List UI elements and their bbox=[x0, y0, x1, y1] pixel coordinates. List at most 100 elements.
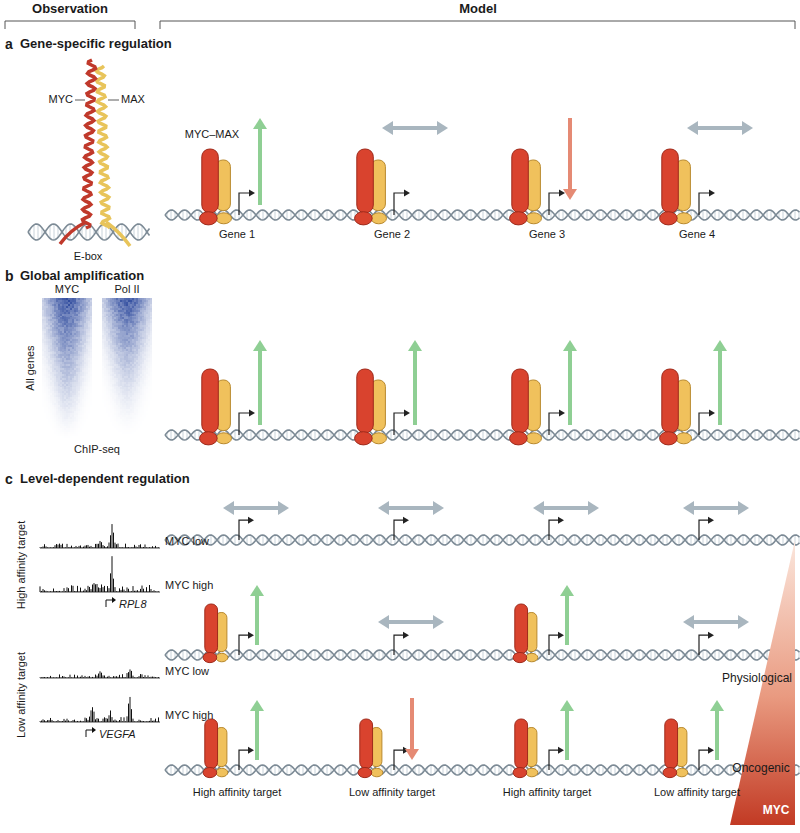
promoter-arrow bbox=[239, 410, 255, 436]
target-label: High affinity target bbox=[192, 786, 282, 799]
no-change-arrow bbox=[687, 121, 753, 135]
gene-name: VEGFA bbox=[99, 728, 135, 741]
chip-track bbox=[40, 524, 160, 548]
no-change-arrow bbox=[382, 121, 448, 135]
track-label: MYC high bbox=[165, 579, 213, 592]
no-change-arrow bbox=[378, 615, 444, 629]
tss-arrow bbox=[86, 727, 96, 737]
no-change-arrow bbox=[223, 501, 289, 515]
complex-label: MYC–MAX bbox=[185, 128, 239, 141]
myc-max-complex bbox=[663, 719, 688, 778]
level-label: Physiological bbox=[722, 672, 792, 686]
chip-track bbox=[40, 697, 160, 722]
axis-label: All genes bbox=[24, 345, 37, 390]
repression-arrow bbox=[405, 698, 419, 760]
no-change-arrow bbox=[683, 501, 749, 515]
activation-arrow bbox=[563, 340, 577, 425]
panel-letter: b bbox=[5, 268, 14, 284]
axis-label: ChIP-seq bbox=[74, 443, 120, 456]
no-change-arrow bbox=[378, 501, 444, 515]
column-header: Model bbox=[459, 2, 497, 17]
protein-label: MYC bbox=[49, 93, 73, 106]
dna-helix bbox=[165, 765, 800, 775]
myc-max-complex bbox=[510, 149, 542, 225]
protein-structure bbox=[60, 60, 130, 246]
myc-max-complex bbox=[660, 369, 692, 445]
myc-max-complex bbox=[660, 149, 692, 225]
myc-max-complex bbox=[203, 719, 228, 778]
chip-heatmap bbox=[42, 298, 92, 438]
promoter-arrow bbox=[549, 410, 565, 436]
panel-title: Level-dependent regulation bbox=[20, 472, 190, 487]
activation-arrow bbox=[408, 340, 422, 425]
target-label: Low affinity target bbox=[347, 786, 437, 799]
promoter-arrow bbox=[239, 190, 255, 216]
header-bracket bbox=[5, 21, 135, 29]
myc-max-complex bbox=[513, 719, 538, 778]
promoter-arrow bbox=[394, 517, 409, 540]
gene-name: RPL8 bbox=[119, 598, 147, 611]
promoter-arrow bbox=[699, 747, 714, 770]
promoter-arrow bbox=[549, 517, 564, 540]
gene-label: Gene 2 bbox=[374, 228, 410, 241]
no-change-arrow bbox=[683, 615, 749, 629]
promoter-arrow bbox=[239, 632, 254, 655]
dna-label: E-box bbox=[74, 250, 103, 263]
promoter-arrow bbox=[699, 632, 714, 655]
heatmap-label: MYC bbox=[55, 283, 79, 296]
promoter-arrow bbox=[549, 747, 564, 770]
chip-track bbox=[40, 556, 160, 592]
repression-arrow bbox=[563, 118, 577, 200]
activation-arrow bbox=[713, 340, 727, 425]
dna-helix bbox=[165, 650, 800, 660]
activation-arrow bbox=[253, 118, 267, 205]
dna-helix bbox=[165, 535, 800, 545]
gene-label: Gene 1 bbox=[219, 228, 255, 241]
level-label: Oncogenic bbox=[732, 762, 789, 776]
myc-max-complex bbox=[358, 719, 383, 778]
promoter-arrow bbox=[239, 747, 254, 770]
panel-title: Gene-specific regulation bbox=[20, 37, 172, 52]
myc-max-complex bbox=[355, 369, 387, 445]
myc-max-complex bbox=[355, 149, 387, 225]
promoter-arrow bbox=[699, 410, 715, 436]
activation-arrow bbox=[710, 700, 724, 760]
promoter-arrow bbox=[699, 190, 715, 216]
activation-arrow bbox=[253, 340, 267, 425]
activation-arrow bbox=[560, 700, 574, 760]
track-label: MYC low bbox=[165, 535, 209, 548]
myc-max-complex bbox=[203, 604, 228, 663]
chip-track bbox=[40, 669, 160, 678]
panel-letter: c bbox=[5, 471, 13, 487]
track-label: MYC low bbox=[165, 665, 209, 678]
myc-max-complex bbox=[200, 369, 232, 445]
promoter-arrow bbox=[549, 190, 565, 216]
target-class-label: Low affinity target bbox=[15, 652, 28, 738]
promoter-arrow bbox=[699, 517, 714, 540]
column-header: Observation bbox=[32, 2, 108, 17]
target-label: Low affinity target bbox=[652, 786, 742, 799]
gene-label: Gene 3 bbox=[529, 228, 565, 241]
protein-label: MAX bbox=[121, 93, 145, 106]
tss-arrow bbox=[106, 597, 116, 607]
header-bracket bbox=[160, 21, 795, 29]
target-label: High affinity target bbox=[502, 786, 592, 799]
dna-helix bbox=[165, 430, 800, 440]
no-change-arrow bbox=[533, 501, 599, 515]
activation-arrow bbox=[250, 700, 264, 760]
track-label: MYC high bbox=[165, 709, 213, 722]
promoter-arrow bbox=[549, 632, 564, 655]
target-class-label: High affinity target bbox=[15, 521, 28, 609]
myc-max-complex bbox=[513, 604, 538, 663]
level-label: MYC bbox=[763, 804, 790, 818]
panel-letter: a bbox=[5, 36, 13, 52]
gene-label: Gene 4 bbox=[679, 228, 715, 241]
myc-max-complex bbox=[510, 369, 542, 445]
heatmap-label: Pol II bbox=[114, 283, 139, 296]
chip-heatmap bbox=[102, 298, 152, 438]
promoter-arrow bbox=[239, 517, 254, 540]
promoter-arrow bbox=[394, 632, 409, 655]
myc-max-complex bbox=[200, 149, 232, 225]
dna-helix bbox=[165, 210, 800, 220]
